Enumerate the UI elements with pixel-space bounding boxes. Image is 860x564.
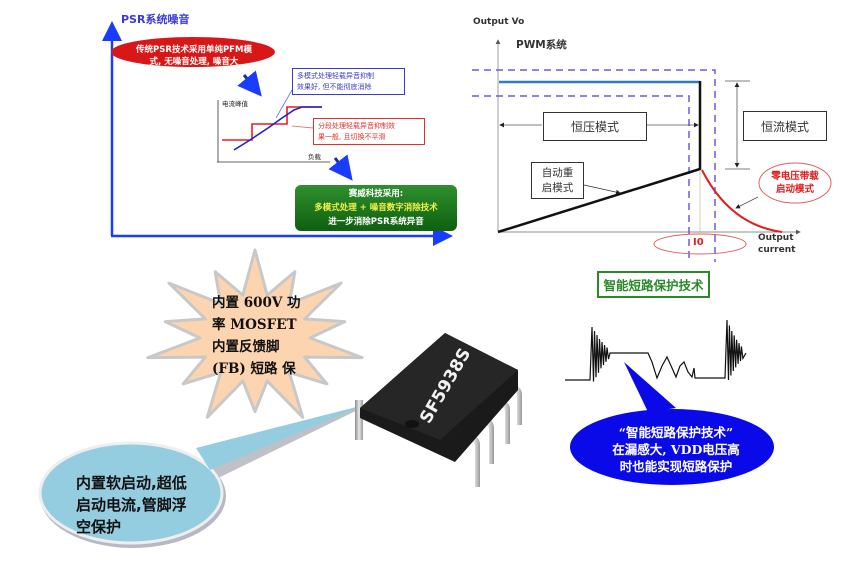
zero-voltage-curve [701,169,783,233]
traditional-psr-oval [111,37,275,67]
cloud-callout-text: 内置软启动,超低 启动电流,管脚浮 空保护 [76,474,187,536]
multimode-note-box: 多模式处理轻载异音抑制 效果好, 但不能彻底消除 [292,68,405,95]
blue-callout-text: “智能短路保护技术” 在漏感大, VDD电压高 时也能实现短路保护 [612,425,740,474]
psr-noise-diagram [102,21,453,246]
red-box-pointer [291,125,314,129]
cc-mode-box: 恒流模式 [743,111,827,141]
zero-voltage-oval [758,162,832,204]
inner-dashed-bound [472,95,690,262]
cloud-callout-shape [38,405,368,548]
pwm-system-diagram [472,39,832,262]
company-solution-box: 赛威科技采用: 多模式处理 + 噪音数字消除技术 进一步消除PSR系统异音 [295,185,457,231]
blue-box-pointer [275,89,293,119]
restart-ramp-line [497,167,701,234]
traditional-psr-text: 传统PSR技术采用单纯PFM模 式, 无噪音处理, 噪音大 [136,45,252,67]
pointer-arrow-1 [237,70,262,97]
multimode-blue-line [233,106,322,151]
io-label: I0 [693,237,704,248]
ic-chip [355,333,522,487]
current-axis-title: Output current [758,233,796,255]
pwm-system-title: PWM系统 [516,39,567,51]
restart-mode-box: 自动重 启模式 [531,162,584,199]
zero-voltage-mode-label: 零电压带载 启动模式 [771,171,819,195]
inset-x-label: 负载 [308,153,321,161]
inset-y-label: 电流峰值 [222,100,248,108]
starburst-text: 内置 600V 功 率 MOSFET 内置反馈脚 (FB) 短路 保 [212,295,301,377]
io-oval [653,233,747,255]
restart-pointer [583,184,621,195]
psr-y-axis-title: PSR系统噪音 [121,13,190,26]
pointer-arrow-2 [328,154,353,181]
cv-mode-box: 恒压模式 [543,112,647,141]
starburst-shape [146,248,364,419]
segmented-note-box: 分段处理轻载异音抑制效 果一般, 且切换不平滑 [313,118,425,145]
segmented-red-line [222,106,322,141]
outer-dashed-bound [472,69,716,262]
short-circuit-tech-label: 智能短路保护技术 [597,271,710,298]
blue-callout-shape [570,362,774,485]
vo-axis-title: Output Vo [473,17,525,27]
zero-voltage-pointer [735,196,759,209]
short-circuit-waveform [565,319,747,382]
